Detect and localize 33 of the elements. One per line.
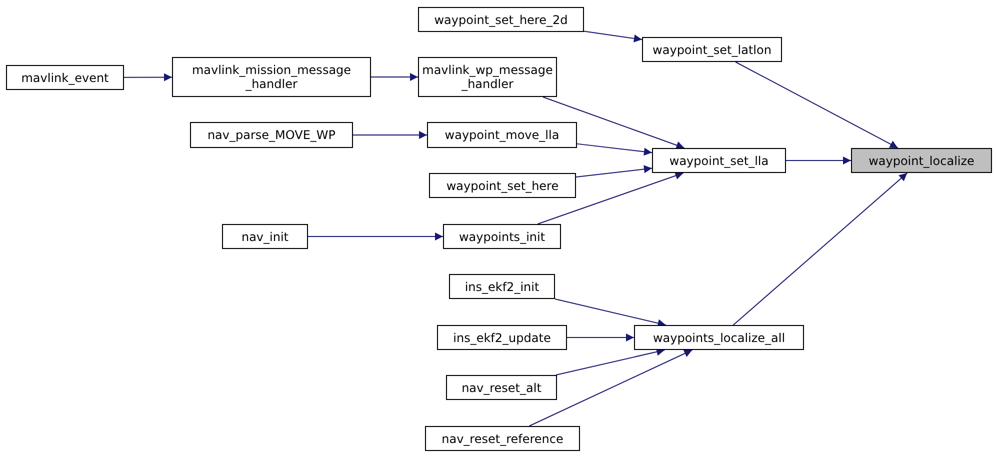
function-box: waypoint_set_latlon <box>642 37 782 62</box>
arrow <box>554 298 666 328</box>
arrow <box>566 334 634 342</box>
arrow <box>584 30 642 42</box>
function-box: ins_ekf2_init <box>449 274 555 299</box>
arrow <box>732 172 908 326</box>
function-box: waypoints_localize_all <box>634 325 804 350</box>
arrow <box>370 73 418 81</box>
function-box: nav_reset_reference <box>425 426 580 451</box>
highlighted-function-box: waypoint_localize <box>851 148 992 173</box>
arrow <box>542 96 685 150</box>
function-box: mavlink_mission_message _handler <box>172 57 371 97</box>
arrow <box>735 62 898 148</box>
function-box: nav_init <box>222 224 308 249</box>
arrow <box>576 165 652 178</box>
function-box: ins_ekf2_update <box>437 325 567 350</box>
function-box: nav_reset_alt <box>446 375 557 400</box>
function-box: nav_parse_MOVE_WP <box>190 122 353 148</box>
function-box: waypoint_set_here <box>429 173 576 198</box>
function-box: waypoint_set_here_2d <box>418 7 584 32</box>
arrow <box>528 350 693 426</box>
function-box: mavlink_event <box>6 65 124 90</box>
function-box: waypoint_move_lla <box>427 122 577 148</box>
arrow <box>786 156 852 164</box>
arrow <box>576 143 652 156</box>
function-box: waypoints_init <box>443 224 561 249</box>
arrow <box>537 172 684 224</box>
function-box: mavlink_wp_message _handler <box>418 57 557 97</box>
arrow <box>124 73 172 82</box>
arrow <box>352 131 428 139</box>
arrow <box>555 348 666 376</box>
arrow <box>308 232 444 240</box>
function-box: waypoint_set_lla <box>652 148 786 173</box>
